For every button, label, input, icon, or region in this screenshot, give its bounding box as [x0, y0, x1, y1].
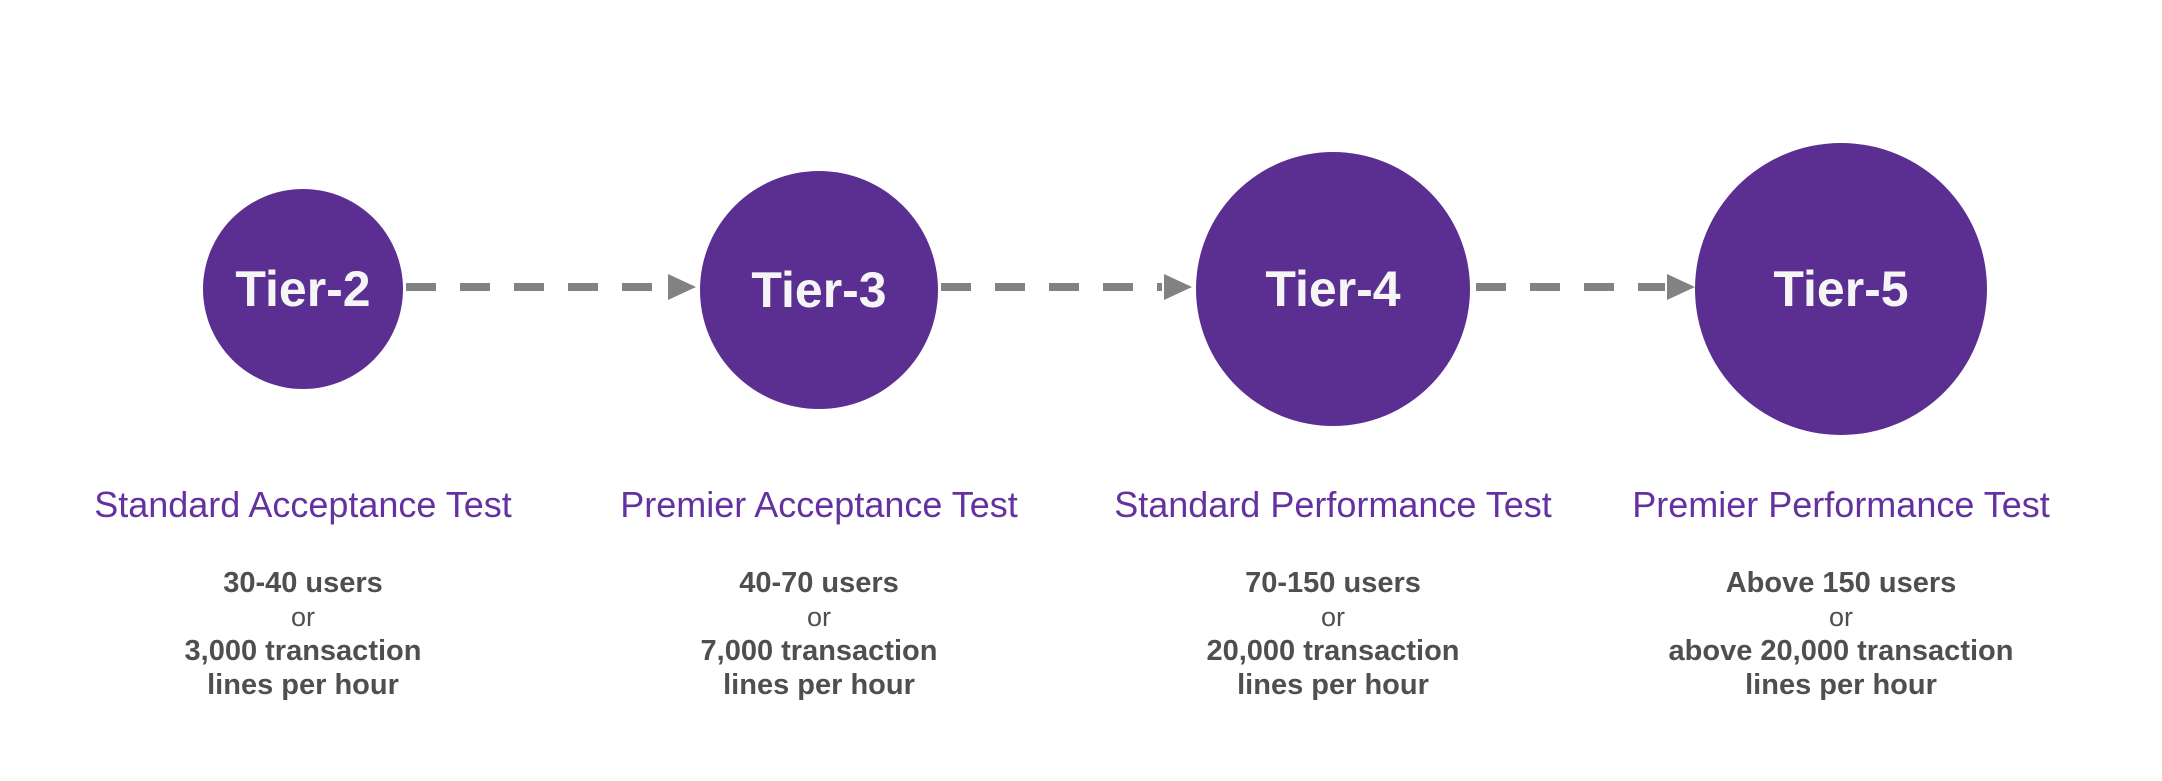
tier-5-users: Above 150 users [1725, 567, 1957, 599]
arrow-tier4-to-tier5-icon [1476, 274, 1695, 300]
tier-5-label: Tier-5 [1773, 261, 1909, 317]
tier-5-per-hour: lines per hour [1745, 669, 1937, 701]
tier-4-users: 70-150 users [1245, 567, 1421, 599]
tier-3-or: or [806, 602, 831, 632]
tier-5-test-title: Premier Performance Test [1632, 484, 2050, 525]
tier-5-or: or [1828, 602, 1853, 632]
tier-4-transaction: 20,000 transaction [1206, 635, 1460, 667]
tier-2-circle: Tier-2 [203, 189, 403, 389]
tier-5-circle: Tier-5 [1695, 143, 1987, 435]
tier-3-transaction: 7,000 transaction [700, 635, 938, 667]
tier-3-users: 40-70 users [739, 567, 899, 599]
tier-4-or: or [1320, 602, 1345, 632]
tier-2-test-title: Standard Acceptance Test [94, 484, 512, 525]
arrow-tier2-to-tier3-icon [406, 274, 696, 300]
tier-4-test-title: Standard Performance Test [1114, 484, 1552, 525]
arrow-tier3-to-tier4-icon [941, 274, 1192, 300]
tier-2-or: or [290, 602, 315, 632]
tier-5-transaction: above 20,000 transaction [1668, 635, 2014, 667]
tier-2-users: 30-40 users [223, 567, 383, 599]
tier-4-circle: Tier-4 [1196, 152, 1470, 426]
tier-2-transaction: 3,000 transaction [184, 635, 422, 667]
tier-4-label: Tier-4 [1265, 261, 1401, 317]
tier-4-capacity: 70-150 users or 20,000 transaction lines… [1073, 566, 1593, 702]
tier-2-per-hour: lines per hour [207, 669, 399, 701]
tier-5-capacity: Above 150 users or above 20,000 transact… [1581, 566, 2101, 702]
tier-3-test-title: Premier Acceptance Test [620, 484, 1018, 525]
tier-2-label: Tier-2 [235, 261, 371, 317]
tier-4-per-hour: lines per hour [1237, 669, 1429, 701]
tier-3-per-hour: lines per hour [723, 669, 915, 701]
tier-3-label: Tier-3 [751, 262, 887, 318]
tier-3-circle: Tier-3 [700, 171, 938, 409]
tier-2-capacity: 30-40 users or 3,000 transaction lines p… [43, 566, 563, 702]
tier-3-capacity: 40-70 users or 7,000 transaction lines p… [559, 566, 1079, 702]
